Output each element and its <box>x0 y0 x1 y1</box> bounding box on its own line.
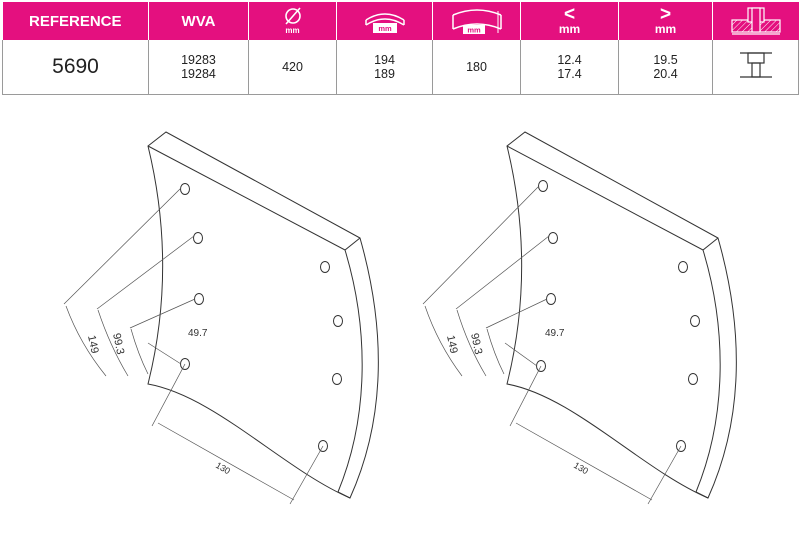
width-value-1: 194 <box>374 53 395 67</box>
right-rivet-hole <box>688 373 698 385</box>
header-reference: REFERENCE <box>2 2 149 40</box>
right-dim-149: 149 <box>444 334 460 354</box>
max-symbol: > <box>659 4 672 25</box>
header-arc: mm <box>432 2 521 40</box>
right-dimensions: 149 99.3 49.7 130 <box>422 185 682 505</box>
left-dim-49: 49.7 <box>188 328 208 339</box>
cell-max: 19.5 20.4 <box>618 40 713 95</box>
left-dim-99: 99.3 <box>110 332 126 355</box>
left-rivet-hole <box>333 315 343 327</box>
left-dim-130: 130 <box>214 460 232 476</box>
cell-min: 12.4 17.4 <box>520 40 619 95</box>
header-wva: WVA <box>148 2 249 40</box>
header-min-thickness: < mm <box>520 2 619 40</box>
spec-table: REFERENCE WVA mm mm <box>2 2 799 95</box>
max-unit: mm <box>654 22 677 36</box>
right-dim-49: 49.7 <box>545 328 565 339</box>
right-rivet-hole <box>690 315 700 327</box>
min-symbol: < <box>563 4 576 25</box>
header-rivet <box>712 2 799 40</box>
brake-lining-drawing: 149 99.3 49.7 130 149 99.3 49.7 130 <box>63 131 737 505</box>
header-max-thickness: > mm <box>618 2 713 40</box>
cell-arc: 180 <box>432 40 521 95</box>
max-value-1: 19.5 <box>653 53 678 67</box>
right-rivet-hole <box>548 232 558 244</box>
right-rivet-hole <box>676 440 686 452</box>
diameter-icon <box>284 7 301 25</box>
left-dim-149: 149 <box>85 334 101 354</box>
cell-wva: 19283 19284 <box>148 40 249 95</box>
svg-text:mm: mm <box>378 24 392 33</box>
diameter-unit: mm <box>285 26 300 35</box>
cell-diameter: 420 <box>248 40 337 95</box>
wva-value-1: 19283 <box>181 53 216 67</box>
wva-value-2: 19284 <box>181 67 216 81</box>
min-value-1: 12.4 <box>557 53 582 67</box>
left-rivet-hole <box>193 232 203 244</box>
cell-width: 194 189 <box>336 40 433 95</box>
right-rivet-hole <box>538 180 548 192</box>
svg-text:mm: mm <box>467 26 481 35</box>
min-value-2: 17.4 <box>557 67 582 81</box>
lining-arc-icon: mm <box>451 9 502 35</box>
left-rivet-hole <box>318 440 328 452</box>
right-rivet-hole <box>678 261 688 273</box>
right-pad-outline <box>506 131 737 499</box>
right-dim-99: 99.3 <box>468 332 484 355</box>
cell-reference: 5690 <box>2 40 149 95</box>
max-value-2: 20.4 <box>653 67 678 81</box>
rivet-section-icon <box>731 7 781 35</box>
left-rivet-hole <box>332 373 342 385</box>
table-row: 5690 19283 19284 420 194 189 180 12.4 17… <box>2 40 799 95</box>
min-unit: mm <box>558 22 581 36</box>
left-rivet-hole <box>320 261 330 273</box>
left-pad-outline <box>147 131 379 499</box>
left-brake-pad <box>147 131 379 499</box>
left-dimensions: 149 99.3 49.7 130 <box>63 187 324 505</box>
header-diameter: mm <box>248 2 337 40</box>
table-header-row: REFERENCE WVA mm mm <box>2 2 799 40</box>
cell-rivet <box>712 40 799 95</box>
right-brake-pad <box>506 131 737 499</box>
rivet-profile-icon <box>739 51 772 78</box>
width-value-2: 189 <box>374 67 395 81</box>
left-rivet-hole <box>180 183 190 195</box>
right-dim-130: 130 <box>572 460 590 476</box>
lining-width-icon: mm <box>364 13 405 33</box>
header-width: mm <box>336 2 433 40</box>
